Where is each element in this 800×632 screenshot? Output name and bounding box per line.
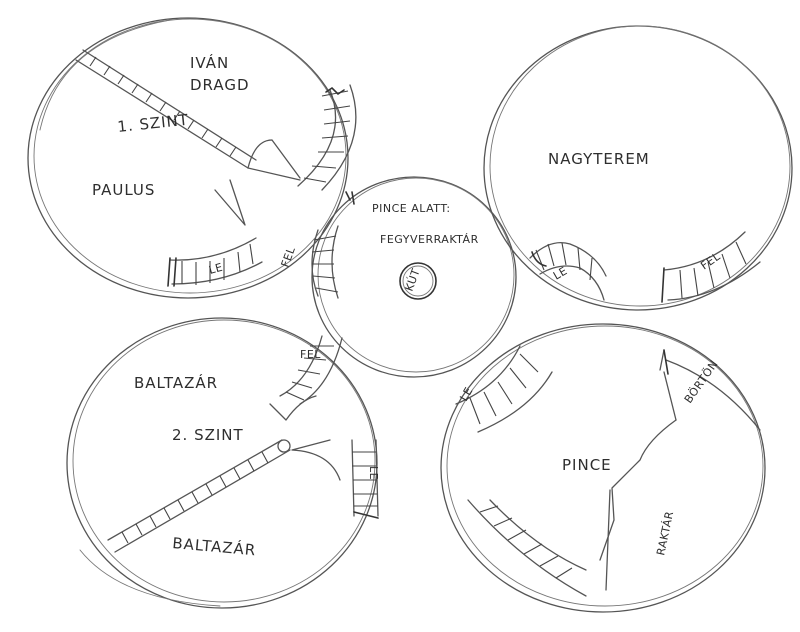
- great-hall-stair-up: [661, 231, 761, 303]
- level1-le-label: LE: [207, 261, 224, 277]
- prison-cell: [659, 349, 761, 431]
- level1-fel-label: FEL: [279, 245, 298, 269]
- great-hall-fel-label: FEL: [698, 250, 723, 273]
- baltazar-bottom-label: BALTAZÁR: [172, 533, 257, 559]
- cellar-le-label: LE: [457, 385, 475, 404]
- cellar-room: [440, 323, 766, 613]
- level1-stair-down: [167, 237, 263, 287]
- storage-label: RAKTÁR: [654, 510, 676, 557]
- great-hall-label: NAGYTEREM: [548, 150, 650, 168]
- great-hall-room: [483, 25, 793, 311]
- great-hall-le-label: LE: [551, 264, 570, 282]
- cellar-stair-up: [455, 345, 553, 433]
- level1-diagonal-stair: [75, 49, 257, 169]
- baltazar-top-label: BALTAZÁR: [134, 373, 218, 392]
- level2-stair-up: [279, 335, 343, 405]
- level1-label: 1. SZINT: [117, 111, 190, 136]
- level2-diagonal-stair: [107, 439, 291, 553]
- level2-stair-down: [351, 439, 379, 519]
- level2-fel-label: FEL: [300, 348, 321, 361]
- level1-stair-up: [297, 84, 357, 191]
- level2-le-label: LE: [367, 466, 380, 480]
- prison-label: BÖRTÖN: [682, 358, 721, 406]
- paulus-label: PAULUS: [92, 181, 155, 199]
- level2-label: 2. SZINT: [172, 426, 244, 444]
- cellar-below-label: PINCE ALATT:: [372, 202, 451, 215]
- well: [399, 262, 437, 300]
- well-label: KÚT: [403, 267, 423, 293]
- cellar-below-stair: [311, 191, 355, 299]
- level1-room: [27, 17, 357, 299]
- cellar-label: PINCE: [562, 456, 612, 474]
- ivan-label: IVÁN: [190, 53, 229, 72]
- dragd-label: DRAGD: [190, 76, 250, 94]
- armory-label: FEGYVERRAKTÁR: [380, 233, 479, 246]
- great-hall-stair-down: [529, 241, 607, 301]
- cellar-stair-down: [467, 499, 587, 597]
- cellar-below-room: [311, 176, 517, 378]
- level2-room: [66, 317, 379, 609]
